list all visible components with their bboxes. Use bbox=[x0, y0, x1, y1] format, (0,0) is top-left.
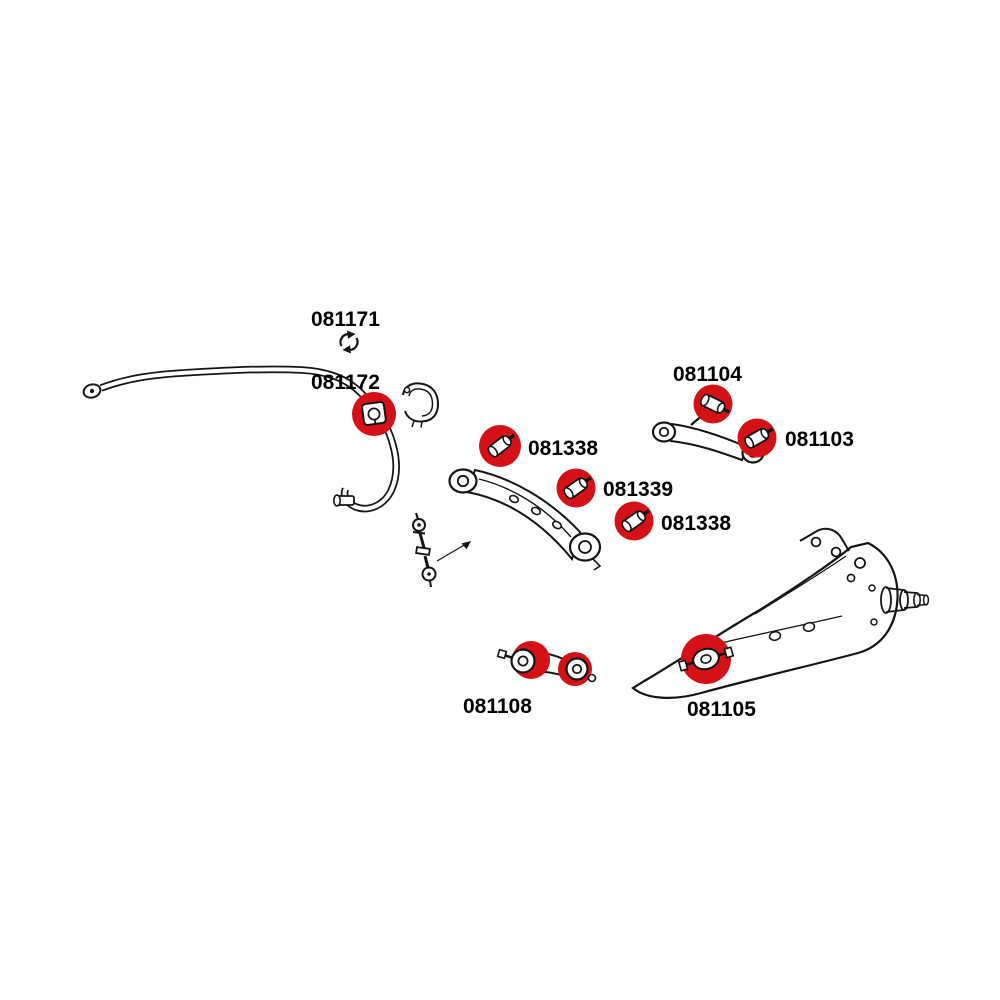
wheel-spindle bbox=[868, 584, 930, 626]
bushing-081105 bbox=[677, 646, 735, 672]
part-label-081339: 081339 bbox=[603, 478, 673, 501]
part-label-081103: 081103 bbox=[785, 428, 854, 451]
knuckle-top-bracket bbox=[799, 527, 850, 558]
sway-bar-eyelet bbox=[82, 383, 102, 399]
part-label-081338-lower: 081338 bbox=[661, 512, 731, 535]
sway-bar-end-bushing bbox=[332, 494, 355, 507]
part-label-081338-upper: 081338 bbox=[528, 437, 598, 460]
stabilizer-end-link bbox=[412, 512, 437, 588]
part-label-081108: 081108 bbox=[463, 695, 532, 718]
pointer-arrow bbox=[436, 541, 471, 562]
lower-control-arm bbox=[448, 468, 602, 571]
bushing-081108 bbox=[496, 648, 597, 683]
part-label-081105: 081105 bbox=[687, 698, 756, 721]
part-label-081172: 081172 bbox=[311, 371, 380, 394]
part-label-081104: 081104 bbox=[673, 363, 742, 386]
labels: 081171 081172 081338 081339 081338 08110… bbox=[311, 308, 854, 721]
bushing-081172 bbox=[361, 401, 387, 426]
bushing-glyphs bbox=[361, 391, 778, 683]
trailing-arm bbox=[631, 527, 930, 699]
rotation-arrows-icon bbox=[339, 330, 359, 354]
stabilizer-bracket bbox=[402, 382, 440, 428]
part-label-081171: 081171 bbox=[311, 308, 380, 331]
